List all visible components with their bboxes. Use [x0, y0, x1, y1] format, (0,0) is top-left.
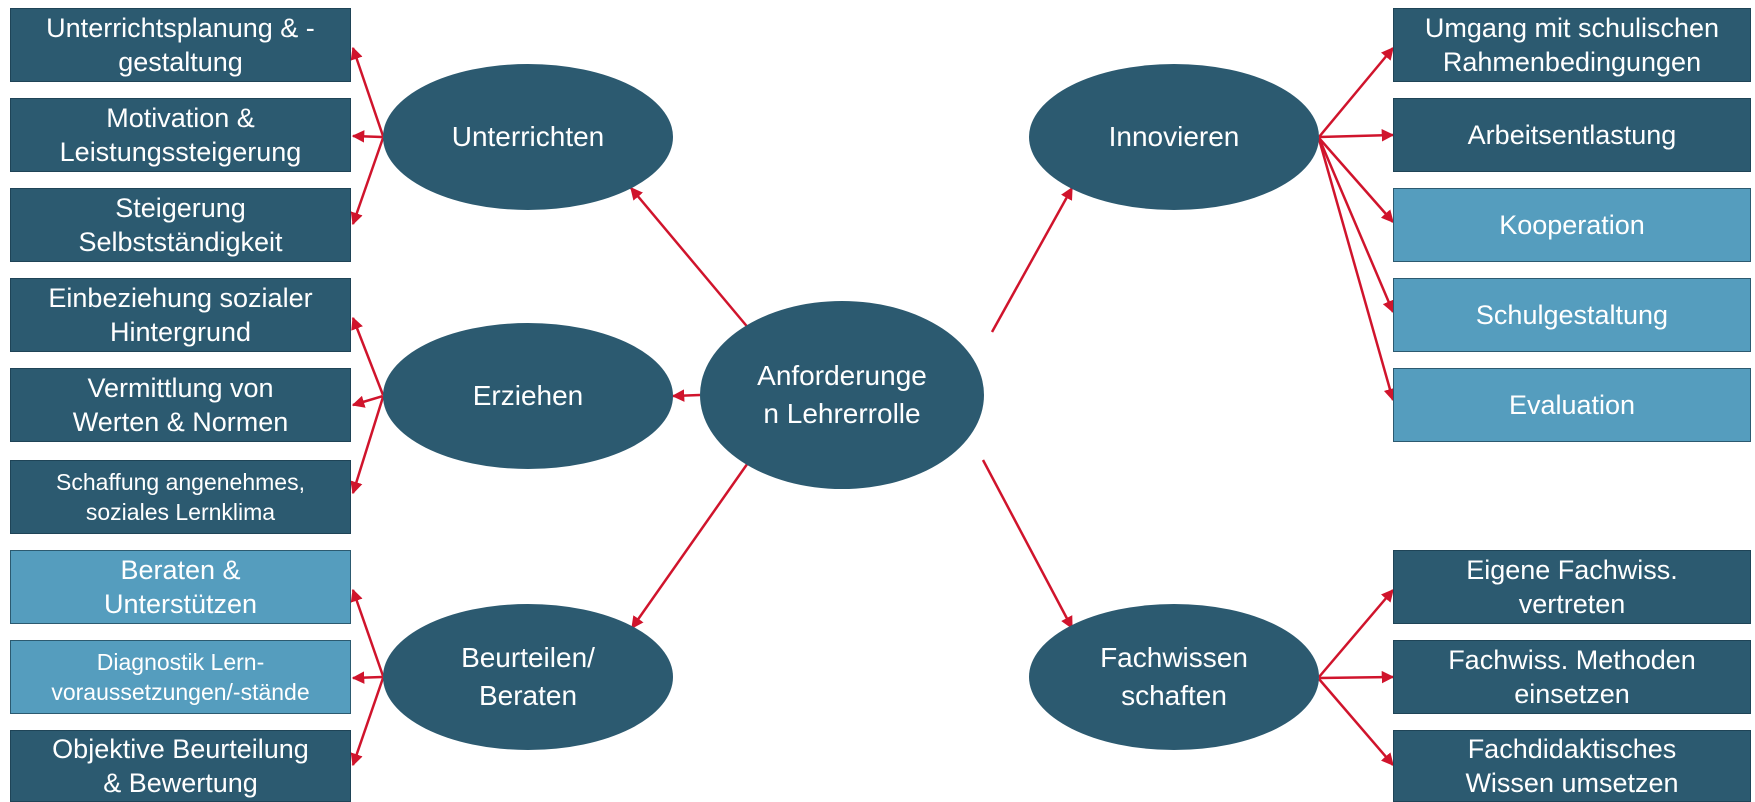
box-lernklima: Schaffung angenehmes, soziales Lernklima	[10, 460, 351, 534]
node-erziehen: Erziehen	[383, 323, 673, 469]
box-selbststaendigkeit: Steigerung Selbstständigkeit	[10, 188, 351, 262]
box-kooperation: Kooperation	[1393, 188, 1751, 262]
arrow-unterrichten-planung	[350, 46, 385, 137]
arrow-innovieren-rahmen	[1318, 47, 1394, 138]
arrow-innovieren-evaluation	[1317, 138, 1396, 402]
arrow-unterrichten-motivation	[351, 130, 384, 143]
box-methoden: Fachwiss. Methoden einsetzen	[1393, 640, 1751, 714]
box-evaluation: Evaluation	[1393, 368, 1751, 442]
arrow-innovieren-schulgestaltung	[1317, 137, 1395, 314]
arrow-fachwissen-eigene	[1318, 589, 1394, 678]
box-schulgestaltung: Schulgestaltung	[1393, 278, 1751, 352]
arrow-innovieren-arbeit	[1318, 129, 1395, 142]
arrow-erziehen-einbeziehung	[351, 316, 385, 396]
arrow-center-innovieren	[990, 186, 1074, 333]
arrow-beurteilen-objektive	[350, 677, 385, 767]
arrow-innovieren-kooperation	[1318, 137, 1394, 223]
box-diagnostik: Diagnostik Lern- voraussetzungen/-stände	[10, 640, 351, 714]
box-eigene: Eigene Fachwiss. vertreten	[1393, 550, 1751, 624]
arrow-fachwissen-methoden	[1318, 670, 1395, 684]
box-objektive: Objektive Beurteilung & Bewertung	[10, 730, 351, 802]
arrow-center-erziehen	[671, 389, 701, 402]
box-beraten: Beraten & Unterstützen	[10, 550, 351, 624]
arrow-erziehen-lernklima	[350, 396, 385, 495]
node-beurteilen: Beurteilen/ Beraten	[383, 604, 673, 750]
arrow-center-fachwissen	[981, 459, 1074, 630]
box-motivation: Motivation & Leistungssteigerung	[10, 98, 351, 172]
arrow-beurteilen-beraten	[350, 588, 385, 677]
arrow-unterrichten-selbst	[350, 137, 385, 226]
arrow-fachwissen-fachdidaktik	[1318, 678, 1394, 766]
box-fachdidaktik: Fachdidaktisches Wissen umsetzen	[1393, 730, 1751, 802]
node-innovieren: Innovieren	[1029, 64, 1319, 210]
node-fachwissen: Fachwissen schaften	[1029, 604, 1319, 750]
arrow-center-beurteilen	[630, 459, 752, 630]
node-center: Anforderunge n Lehrerrolle	[700, 301, 984, 489]
box-unterrichtsplanung: Unterrichtsplanung & - gestaltung	[10, 8, 351, 82]
arrow-erziehen-werte	[351, 394, 384, 408]
box-arbeitsentlastung: Arbeitsentlastung	[1393, 98, 1751, 172]
arrow-beurteilen-diagnostik	[351, 671, 384, 684]
node-unterrichten: Unterrichten	[383, 64, 673, 210]
box-einbeziehung: Einbeziehung sozialer Hintergrund	[10, 278, 351, 352]
box-rahmen: Umgang mit schulischen Rahmenbedingungen	[1393, 8, 1751, 82]
arrow-center-unterrichten	[630, 187, 751, 331]
box-werte: Vermittlung von Werten & Normen	[10, 368, 351, 442]
